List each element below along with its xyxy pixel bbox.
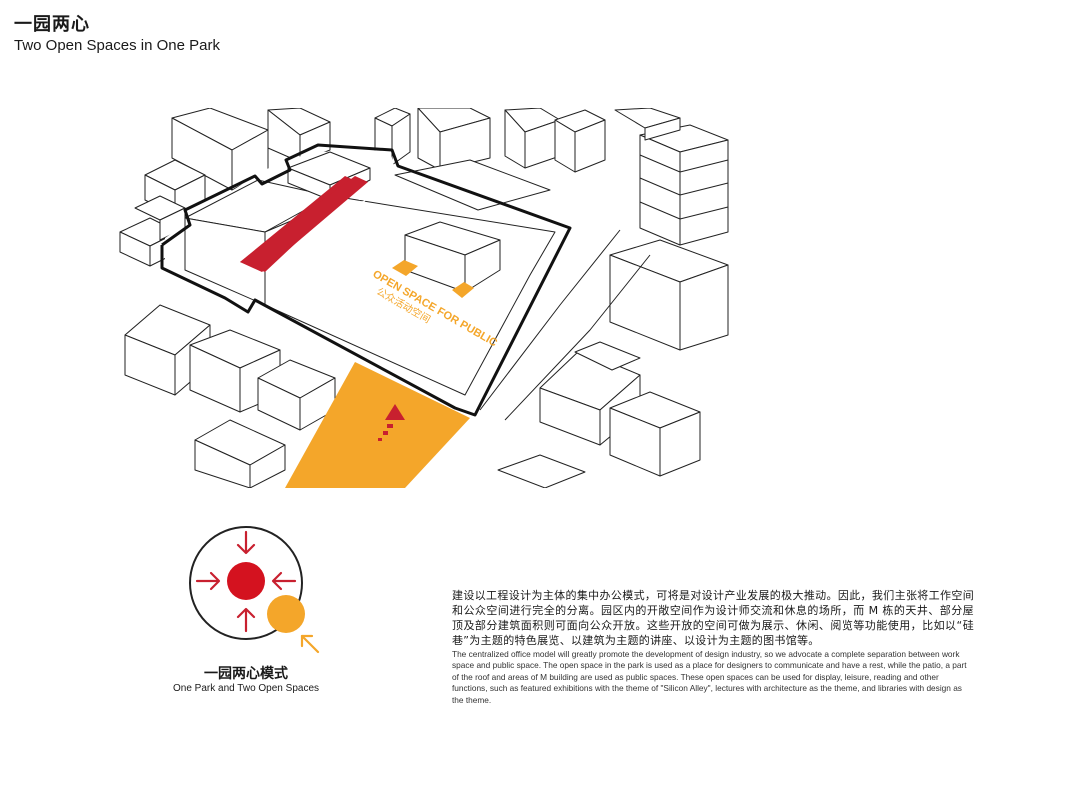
public-plaza-area — [285, 362, 470, 488]
axonometric-site-diagram: OPEN SPACE FOR STAFF 员工活动空间 OPEN SPACE F… — [119, 108, 729, 488]
arrow-right-icon — [195, 571, 221, 591]
arrow-down-icon — [236, 530, 256, 555]
description-block: 建设以工程设计为主体的集中办公模式，可将是对设计产业发展的极大推动。因此，我们主… — [452, 588, 974, 706]
arrow-up-icon — [236, 607, 256, 633]
concept-title-en: One Park and Two Open Spaces — [172, 683, 319, 694]
public-core-circle — [267, 595, 305, 633]
context-buildings — [119, 108, 729, 488]
arrow-diagonal-icon — [300, 634, 320, 654]
one-park-two-cores-icon — [189, 526, 320, 654]
patio-2 — [452, 282, 474, 298]
page-title-cn: 一园两心 — [14, 14, 90, 35]
site-boundary — [160, 143, 572, 417]
page-title-en: Two Open Spaces in One Park — [14, 37, 220, 54]
arrow-left-icon — [271, 571, 297, 591]
description-en: The centralized office model will greatl… — [452, 649, 967, 705]
staff-core-circle — [227, 562, 265, 600]
description-cn: 建设以工程设计为主体的集中办公模式，可将是对设计产业发展的极大推动。因此，我们主… — [452, 589, 974, 647]
patio-1 — [392, 260, 418, 276]
concept-title-cn: 一园两心模式 — [204, 666, 288, 682]
entry-arrow-icon — [378, 404, 405, 441]
